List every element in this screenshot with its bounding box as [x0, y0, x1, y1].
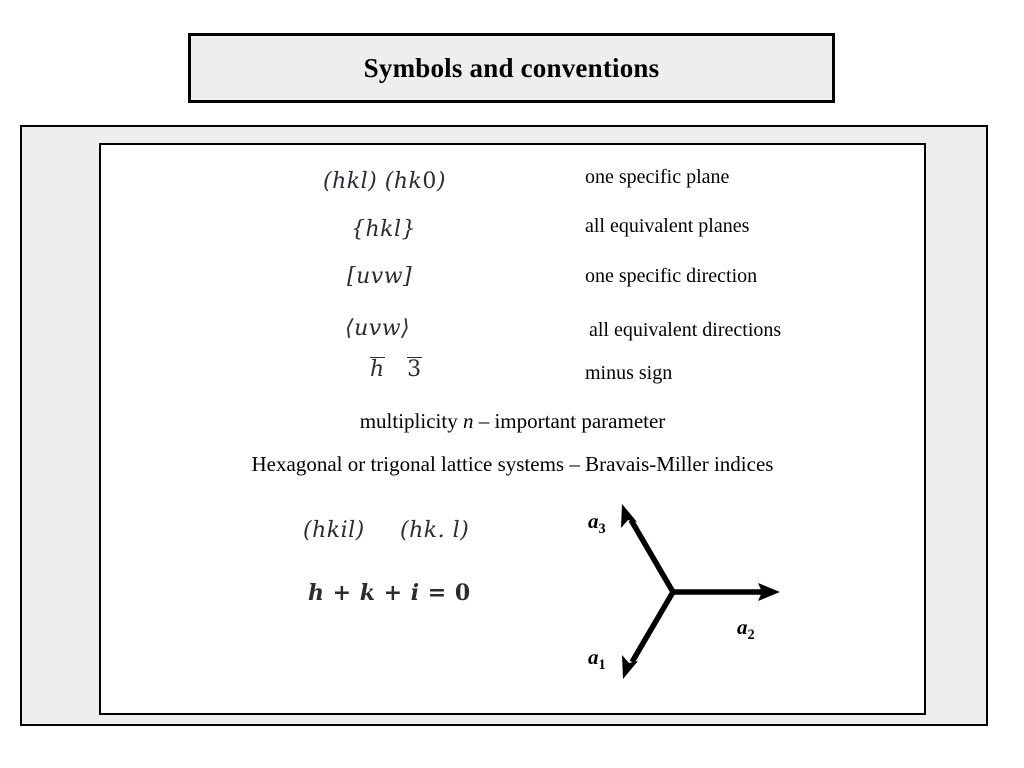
- notation-symbol-brackets-uvw: [uvw]: [347, 264, 413, 289]
- note-multiplicity-prefix: multiplicity: [359, 409, 463, 433]
- slide-title-box: Symbols and conventions: [188, 33, 835, 103]
- axis-label-a2-base: a: [737, 615, 748, 639]
- notation-description-all-equivalent-directions: all equivalent directions: [589, 319, 782, 341]
- notation-symbol-braces-hkl: {hkl}: [351, 217, 417, 242]
- note-hexagonal-trigonal: Hexagonal or trigonal lattice systems – …: [251, 452, 774, 476]
- axis-label-a3-sub: 3: [598, 521, 606, 538]
- notation-description-one-specific-direction: one specific direction: [585, 265, 758, 287]
- notation-symbol-hkl: (hkl) (hk0): [323, 169, 446, 194]
- axis-label-a1-base: a: [588, 645, 599, 669]
- content-panel: [99, 143, 926, 715]
- axis-label-a3: a3: [588, 509, 606, 538]
- bravais-miller-index-four: (hkil): [303, 518, 365, 543]
- bravais-miller-index-dot: (hk. l): [400, 518, 470, 543]
- note-multiplicity-suffix: – important parameter: [473, 409, 666, 433]
- bravais-miller-relation: h + k + i = 0: [308, 580, 471, 606]
- axis-label-a1-sub: 1: [598, 657, 606, 674]
- notation-description-minus-sign: minus sign: [585, 362, 673, 384]
- axis-label-a1: a1: [588, 645, 606, 674]
- note-multiplicity: multiplicity n – important parameter: [99, 409, 926, 434]
- note-multiplicity-symbol: n: [462, 409, 474, 433]
- notation-description-all-equivalent-planes: all equivalent planes: [585, 215, 750, 237]
- axis-arrowhead-a1: [622, 655, 638, 679]
- notation-symbol-angle-uvw: ⟨uvw⟩: [345, 316, 411, 341]
- page-title: Symbols and conventions: [363, 52, 660, 83]
- notation-description-one-specific-plane: one specific plane: [585, 166, 730, 188]
- notation-symbol-minus-sign: h 3: [370, 357, 422, 382]
- axis-arrowhead-a3: [621, 504, 637, 528]
- axis-line-a3: [628, 518, 676, 594]
- axis-arrowhead-a2: [758, 583, 780, 601]
- hexagonal-axes-diagram: [621, 504, 780, 679]
- axis-label-a2: a2: [737, 615, 755, 644]
- axis-line-a1: [629, 590, 676, 664]
- axis-label-a3-base: a: [588, 509, 599, 533]
- axis-label-a2-sub: 2: [747, 627, 755, 644]
